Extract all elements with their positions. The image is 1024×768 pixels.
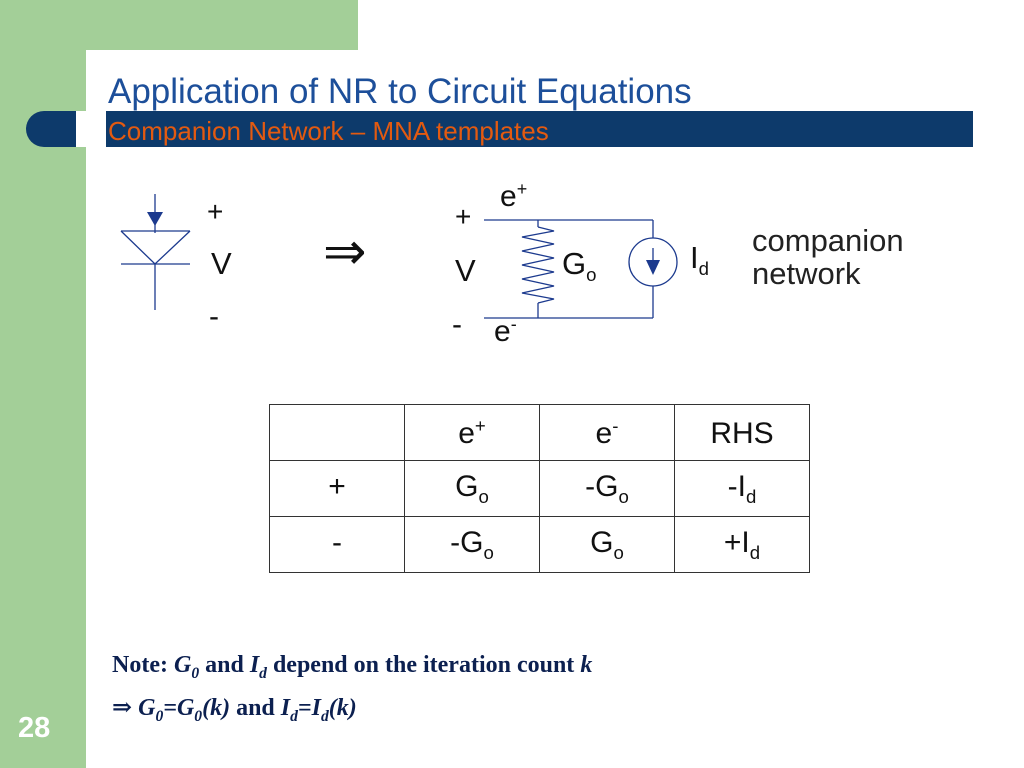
node-e-plus: e+ <box>500 179 528 213</box>
table-cell: -Go <box>404 516 540 573</box>
table-cell: Go <box>404 460 540 517</box>
slide-title: Application of NR to Circuit Equations <box>108 72 692 111</box>
current-label: Id <box>690 240 709 280</box>
note-line-2: ⇒ G0=G0(k) and Id=Id(k) <box>112 694 357 725</box>
table-cell: -Id <box>674 460 810 517</box>
node-e-minus: e- <box>494 314 517 348</box>
diode-minus: - <box>209 300 219 333</box>
table-cell: -Go <box>539 460 675 517</box>
table-cell: + <box>269 460 405 517</box>
mna-template-table: e+ e- RHS + Go -Go -Id - -Go Go +Id <box>269 404 810 573</box>
companion-voltage: V <box>455 253 476 288</box>
conductance-label: Go <box>562 246 597 286</box>
table-row: + Go -Go -Id <box>269 460 810 517</box>
slide-subtitle: Companion Network – MNA templates <box>108 116 549 146</box>
title-bar <box>26 111 973 147</box>
companion-circuit <box>484 219 678 319</box>
table-cell: - <box>269 516 405 573</box>
header-cell: RHS <box>674 404 810 461</box>
title-bar-gap <box>76 111 106 147</box>
implies-arrow-icon: ⇒ <box>323 222 367 282</box>
header-cell: e- <box>539 404 675 461</box>
companion-minus: - <box>452 308 462 341</box>
diode-voltage: V <box>211 246 232 281</box>
table-row: - -Go Go +Id <box>269 516 810 573</box>
current-arrow-icon <box>646 260 660 275</box>
note-line-1: Note: G0 and Id depend on the iteration … <box>112 652 593 682</box>
iteration-note: Note: G0 and Id depend on the iteration … <box>112 648 592 734</box>
page-number: 28 <box>18 712 51 744</box>
caption-line-2: network <box>752 256 861 291</box>
header-cell: e+ <box>404 404 540 461</box>
diode-plus: + <box>207 196 224 227</box>
diode-symbol <box>120 194 191 310</box>
table-cell: Go <box>539 516 675 573</box>
resistor-zigzag <box>521 226 555 304</box>
companion-plus: + <box>455 201 472 232</box>
table-cell: +Id <box>674 516 810 573</box>
top-band <box>0 0 358 50</box>
arrow-down-icon <box>147 212 163 226</box>
table-header-row: e+ e- RHS <box>269 404 810 461</box>
caption-line-1: companion <box>752 223 904 258</box>
companion-caption: companion network <box>752 224 904 290</box>
header-cell <box>269 404 405 461</box>
